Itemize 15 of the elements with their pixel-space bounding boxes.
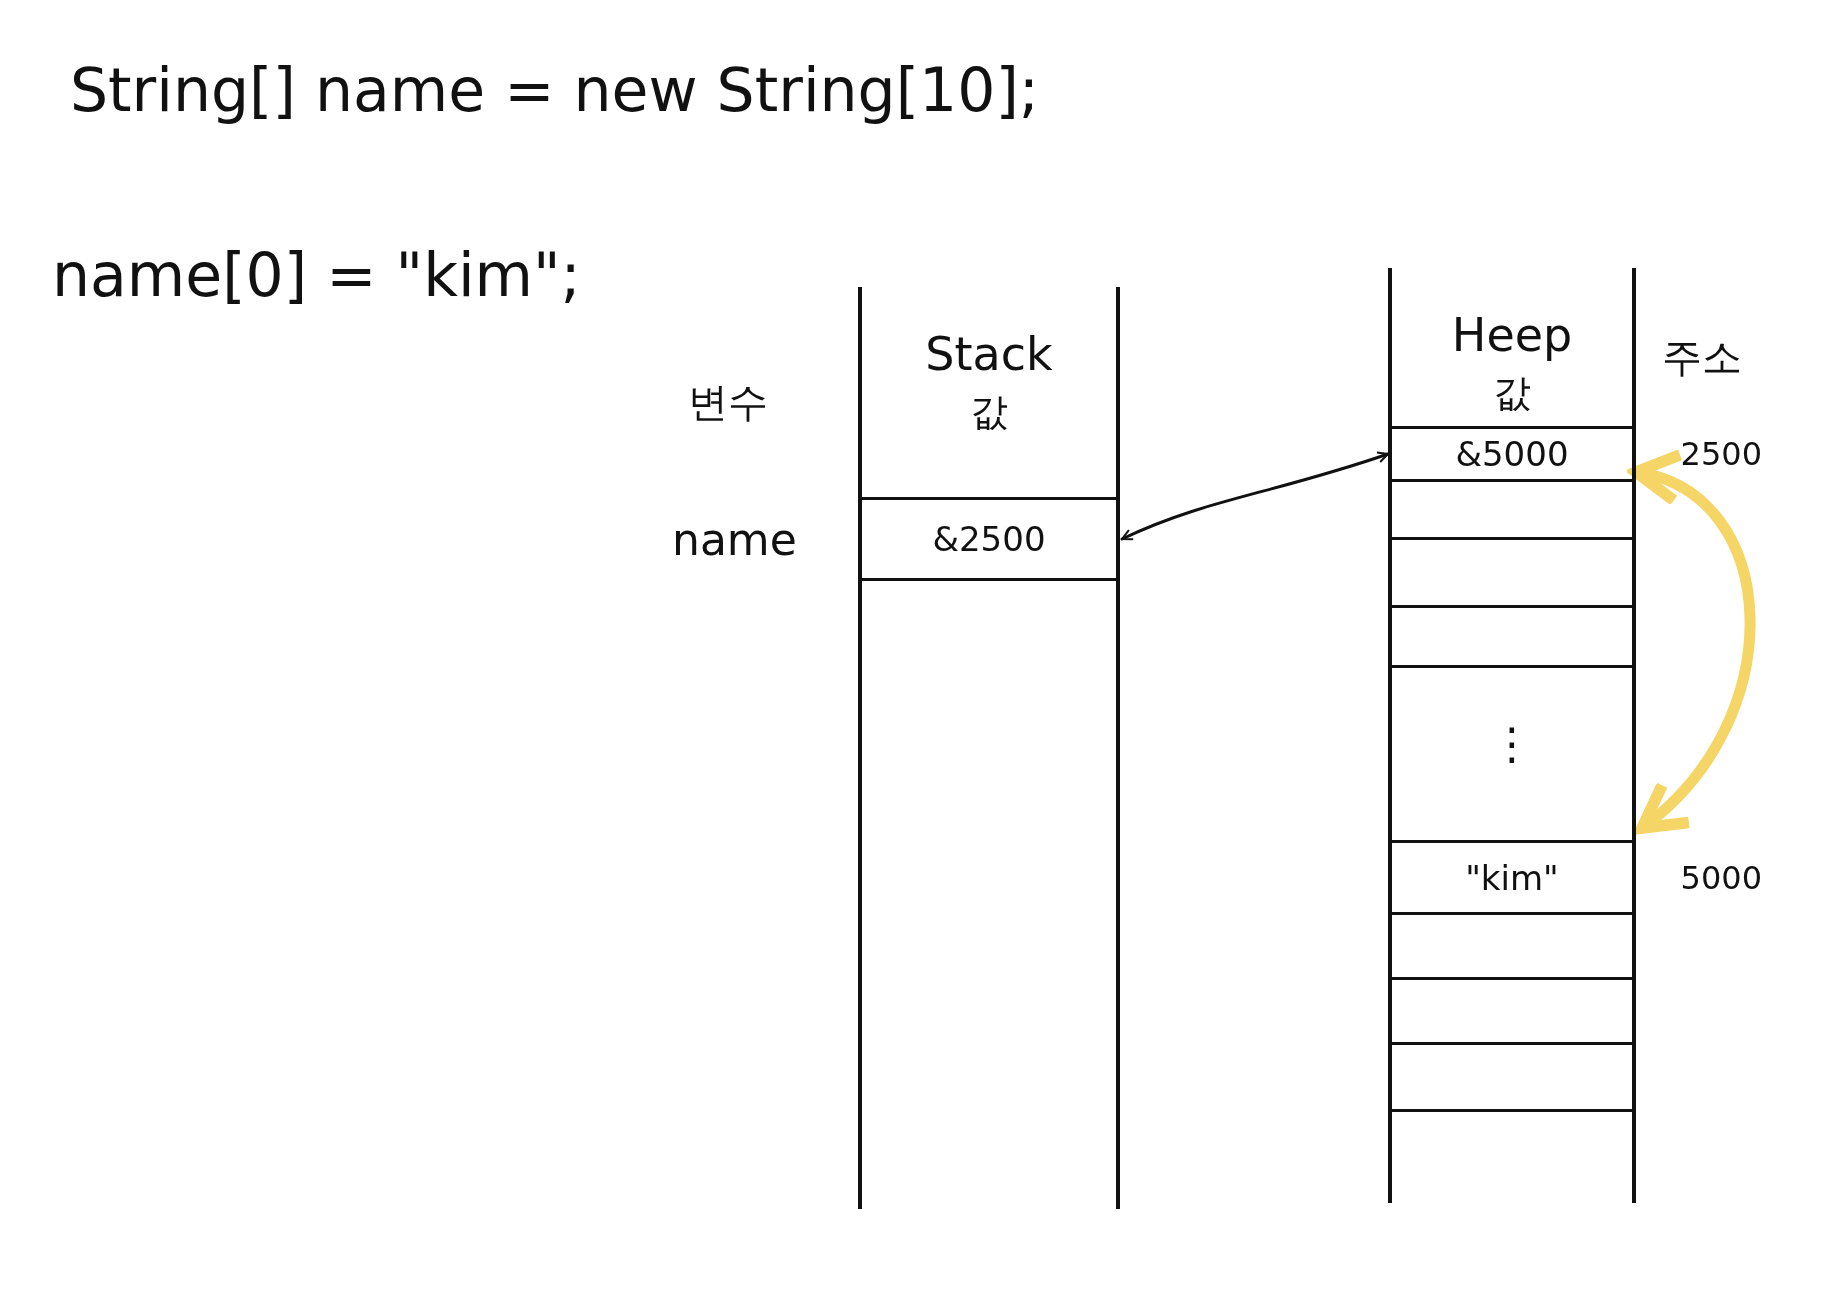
arrow bbox=[1120, 451, 1390, 541]
variable-name: name bbox=[672, 513, 797, 565]
code-line: String[] name = new String[10]; bbox=[70, 55, 1040, 125]
column-label: 변수 bbox=[688, 378, 768, 427]
column-subtitle: 값 bbox=[969, 389, 1009, 436]
column-subtitle: 값 bbox=[1492, 370, 1532, 417]
column-title: Heep bbox=[1450, 308, 1574, 362]
column-title: Stack bbox=[924, 327, 1054, 381]
code-line: name[0] = "kim"; bbox=[52, 240, 581, 310]
vertical-ellipsis: ⋮ bbox=[1490, 718, 1534, 769]
column-label: 주소 bbox=[1662, 333, 1742, 382]
cell-value: &2500 bbox=[932, 519, 1046, 559]
cell-value: &5000 bbox=[1455, 434, 1569, 474]
address-label: 5000 bbox=[1680, 858, 1762, 897]
cell-value: "kim" bbox=[1465, 857, 1559, 898]
